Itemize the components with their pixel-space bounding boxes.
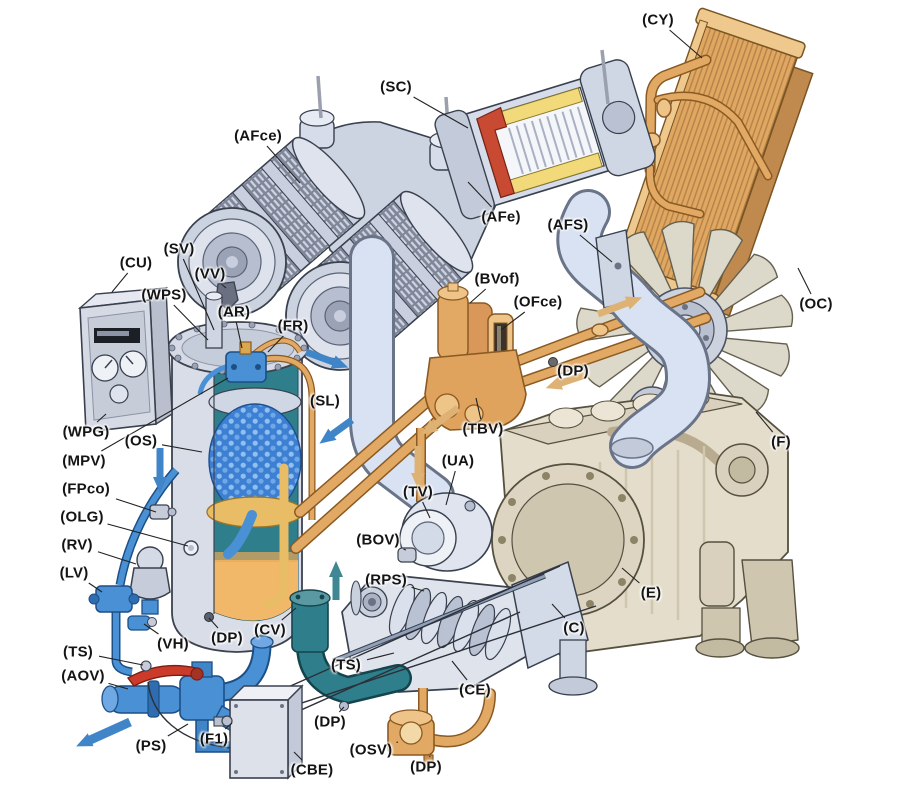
check-valve-discharge bbox=[289, 589, 412, 711]
control-unit bbox=[77, 286, 173, 433]
electric-box bbox=[147, 565, 597, 780]
compressor-element bbox=[332, 560, 598, 696]
regulator-valves bbox=[88, 467, 180, 677]
oil-stop-valve bbox=[387, 688, 496, 769]
cooler-pipes-cy bbox=[643, 54, 773, 219]
flow-arrows bbox=[76, 296, 643, 747]
